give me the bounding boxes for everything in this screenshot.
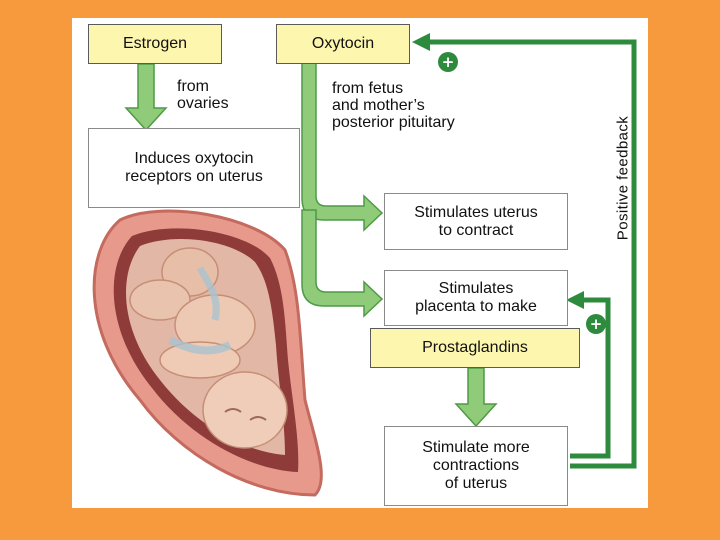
outer-plus-sign: + (438, 52, 458, 72)
hormone-arrows (124, 61, 498, 428)
estrogen-arrow (124, 63, 168, 132)
stimulates-uterus-text: Stimulates uterus to contract (414, 203, 538, 239)
stimulates-placenta-box: Stimulates placenta to make (384, 270, 568, 326)
stimulates-placenta-text: Stimulates placenta to make (415, 280, 537, 315)
oxytocin-source-label: from fetus and mother’s posterior pituit… (332, 80, 455, 131)
prostaglandins-box: Prostaglandins (370, 328, 580, 368)
fetus-in-uterus-illustration (92, 209, 323, 497)
estrogen-source-label: from ovaries (177, 78, 229, 112)
outer-feedback-arrowhead (412, 33, 430, 51)
estrogen-box: Estrogen (88, 24, 222, 64)
prostaglandins-label: Prostaglandins (422, 339, 528, 356)
induces-receptors-box: Induces oxytocin receptors on uterus (88, 128, 300, 208)
stimulates-uterus-box: Stimulates uterus to contract (384, 193, 568, 250)
prostaglandins-arrow (454, 367, 498, 428)
outer-feedback-loop (428, 39, 637, 469)
inner-feedback-arrowhead (566, 291, 584, 309)
oxytocin-arrow-to-placenta (301, 209, 384, 318)
feedback-loops (428, 39, 637, 469)
oxytocin-label: Oxytocin (311, 35, 375, 52)
feedback-arrowheads (412, 33, 584, 309)
positive-feedback-text: Positive feedback (614, 115, 632, 241)
induces-receptors-text: Induces oxytocin receptors on uterus (125, 150, 263, 185)
stimulate-contractions-box: Stimulate more contractions of uterus (384, 426, 568, 506)
positive-feedback-label: Positive feedback (612, 102, 634, 254)
estrogen-label: Estrogen (122, 35, 188, 52)
stimulate-contractions-text: Stimulate more contractions of uterus (422, 439, 530, 492)
oxytocin-box: Oxytocin (276, 24, 410, 64)
inner-feedback-loop (570, 297, 611, 459)
inner-plus-sign: + (586, 314, 606, 334)
